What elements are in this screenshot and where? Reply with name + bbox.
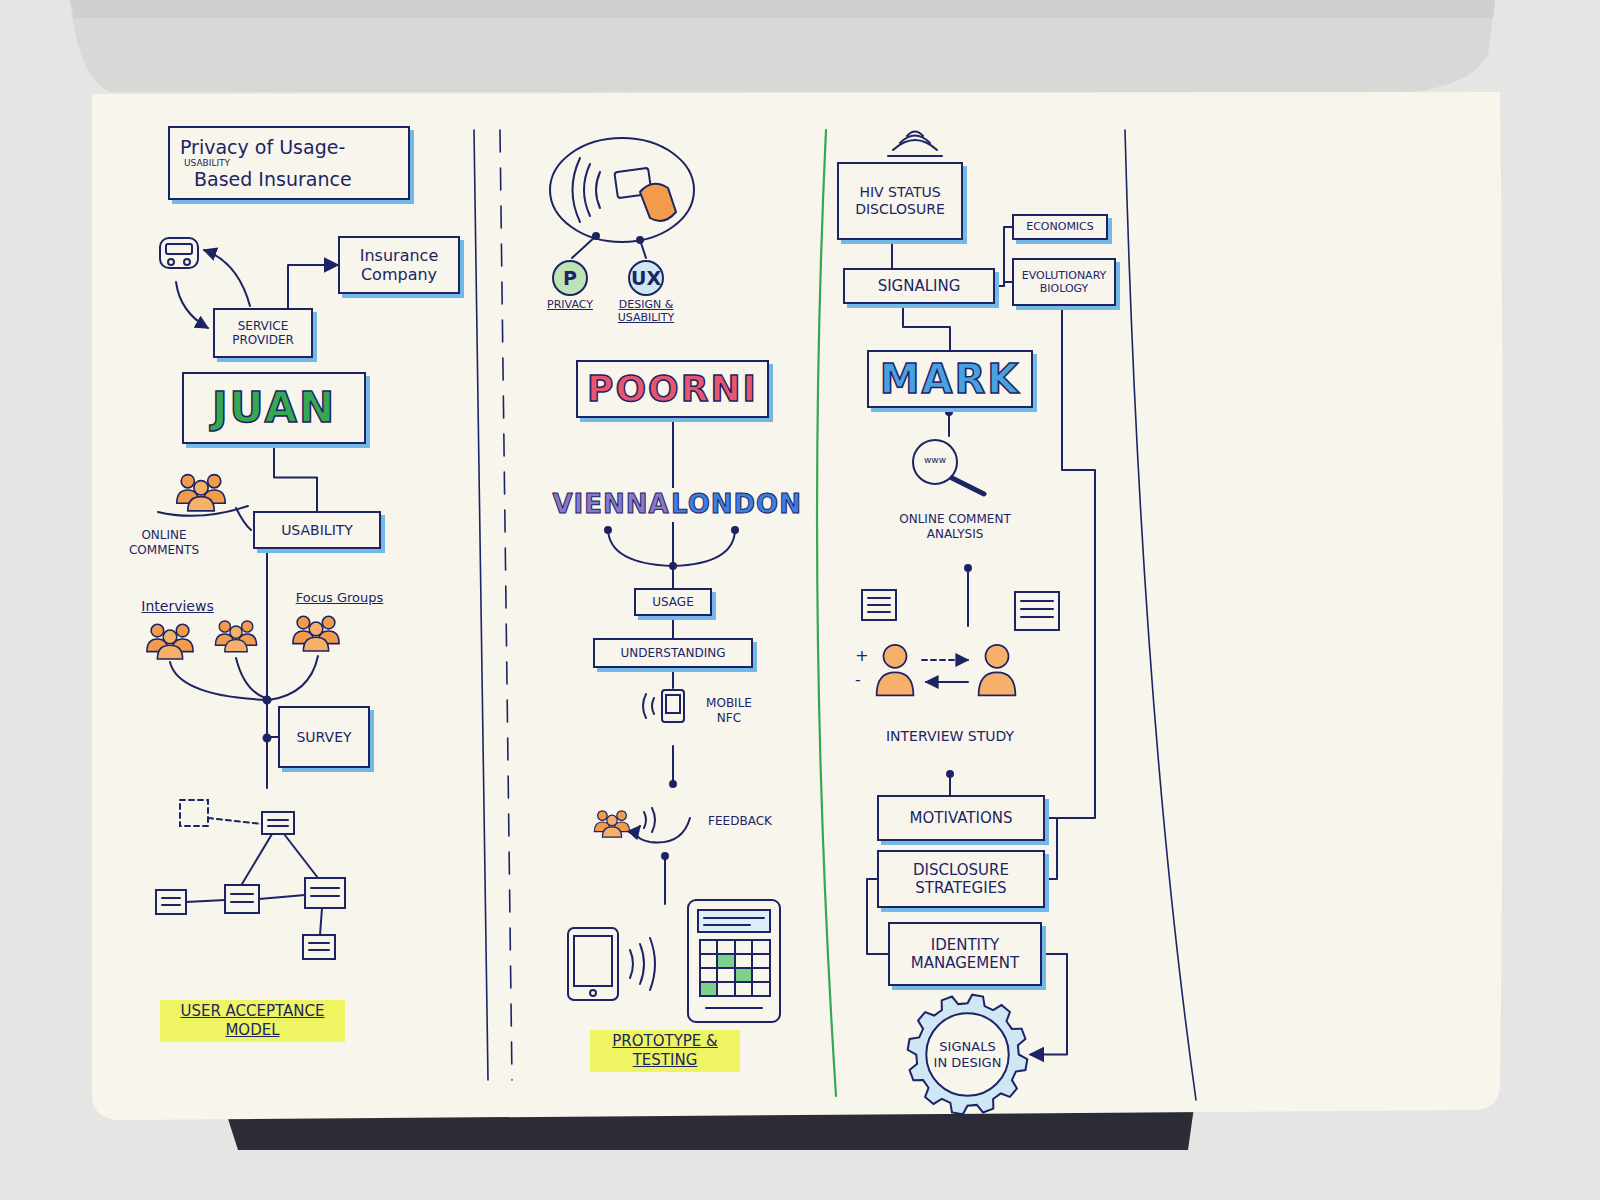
connector (995, 282, 1012, 286)
connector (288, 265, 338, 308)
node-text: USABILITY (184, 159, 230, 168)
connector (267, 549, 278, 737)
sign-label: - (850, 670, 866, 690)
label-text: ONLINE COMMENT ANALYSIS (880, 512, 1030, 542)
connector (274, 444, 317, 511)
node-text: SIGNALING (851, 277, 987, 295)
connector (672, 616, 674, 638)
node-text: Insurance Company (346, 246, 452, 284)
label-text: Interviews (130, 598, 225, 616)
node-text: Privacy of Usage- (180, 136, 345, 159)
node-text: DESIGN & USABILITY (600, 298, 692, 324)
node-text: IDENTITY MANAGEMENT (896, 936, 1034, 972)
connector (903, 304, 950, 350)
circle-node: UXDESIGN & USABILITY (600, 258, 692, 328)
connector (1030, 954, 1067, 1055)
node-text: JUAN (190, 385, 358, 431)
node-text: EVOLUTIONARY BIOLOGY (1020, 269, 1108, 295)
connector (995, 227, 1012, 286)
node-text: SIGNALS IN DESIGN (933, 1039, 1003, 1070)
city-label: LONDON (670, 488, 803, 522)
name-box: JUAN (182, 372, 366, 444)
node-text: PRIVACY (540, 298, 600, 311)
node-text: P (540, 258, 600, 298)
node-text: SURVEY (286, 729, 362, 746)
process-box: IDENTITY MANAGEMENT (888, 922, 1042, 986)
process-box: ECONOMICS (1012, 214, 1108, 240)
process-box: MOTIVATIONS (877, 795, 1045, 841)
highlight-label: USER ACCEPTANCE MODEL (160, 1000, 345, 1042)
circle-node: PPRIVACY (540, 258, 600, 318)
city-label: VIENNA (552, 488, 670, 522)
process-box: USAGE (634, 588, 712, 616)
node-text: DISCLOSURE STRATEGIES (885, 861, 1037, 897)
node-text: UX (600, 258, 692, 298)
node-text: SERVICE PROVIDER (221, 319, 305, 348)
gear-node: SIGNALS IN DESIGN (905, 992, 1030, 1117)
name-box: POORNI (576, 360, 769, 418)
label-text: Focus Groups (282, 590, 397, 606)
process-box: SERVICE PROVIDER (213, 308, 313, 358)
process-box: SIGNALING (843, 268, 995, 304)
label-text: FEEDBACK (700, 814, 780, 829)
process-box: HIV STATUS DISCLOSURE (837, 162, 963, 240)
connector (891, 240, 893, 268)
node-text: HIV STATUS DISCLOSURE (845, 184, 955, 218)
title-box: Privacy of Usage-USABILITYBased Insuranc… (168, 126, 410, 200)
label-text: MOBILE NFC (698, 696, 760, 726)
node-text: Based Insurance (180, 168, 352, 191)
highlight-label: PROTOTYPE & TESTING (590, 1030, 740, 1072)
connector (1045, 306, 1095, 818)
note-box: SURVEY (278, 706, 370, 768)
process-box: EVOLUTIONARY BIOLOGY (1012, 258, 1116, 306)
sign-label: + (854, 646, 870, 666)
node-text: UNDERSTANDING (601, 646, 745, 660)
node-text: ECONOMICS (1020, 220, 1100, 233)
label-text: INTERVIEW STUDY (885, 728, 1015, 746)
process-box: Insurance Company (338, 236, 460, 294)
gear-hub (926, 1013, 1009, 1096)
process-box: USABILITY (253, 511, 381, 549)
label-text: www (921, 455, 949, 466)
node-text: USAGE (642, 595, 704, 609)
node-text: USABILITY (261, 522, 373, 539)
gear-shape (908, 995, 1028, 1115)
node-text: MARK (875, 357, 1025, 401)
process-box: DISCLOSURE STRATEGIES (877, 850, 1045, 908)
name-box: MARK (867, 350, 1033, 408)
node-text: MOTIVATIONS (885, 809, 1037, 827)
label-text: ONLINE COMMENTS (118, 528, 210, 558)
connector (1045, 818, 1057, 879)
process-box: UNDERSTANDING (593, 638, 753, 668)
node-text: POORNI (584, 369, 761, 409)
